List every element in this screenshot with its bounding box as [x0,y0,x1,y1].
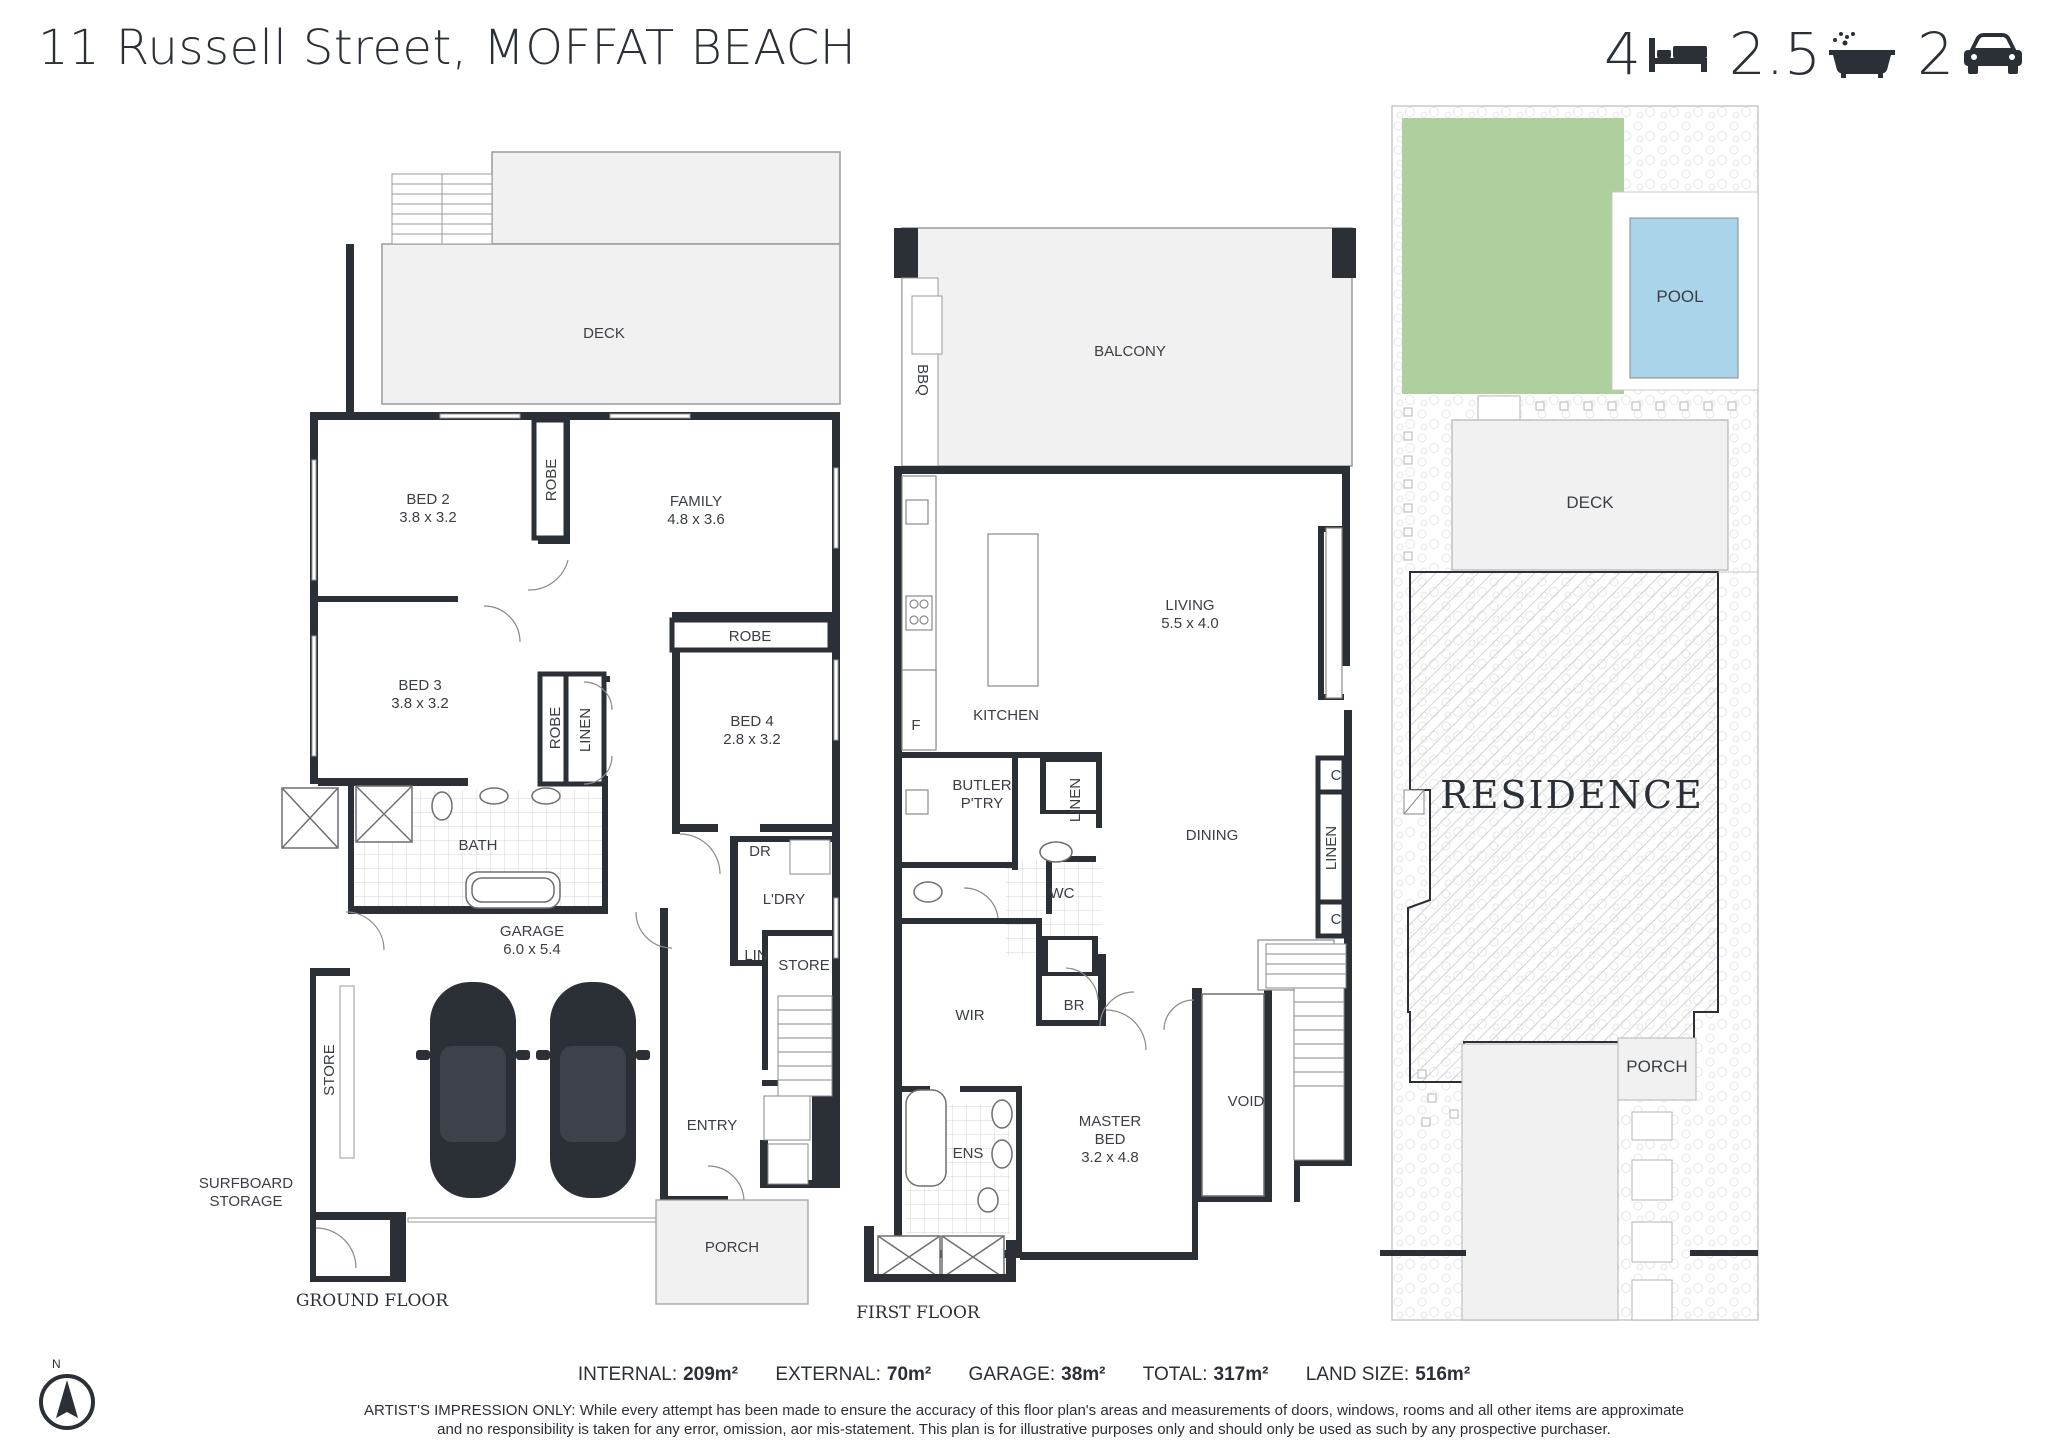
pool [1629,217,1739,379]
label-br: BR [1064,997,1085,1014]
label-entry: ENTRY [687,1117,738,1134]
disclaimer: ARTIST'S IMPRESSION ONLY: While every at… [180,1401,1868,1439]
label-bed3-dim: 3.8 x 3.2 [391,695,449,712]
label-kitchen: KITCHEN [973,707,1039,724]
north-arrow-icon: N [39,1357,95,1430]
driveway [1461,1043,1619,1321]
label-pantry: P'TRY [961,795,1004,812]
label-residence: RESIDENCE [1440,773,1704,817]
label-robe-bed3: ROBE [547,707,564,750]
label-living-dim: 5.5 x 4.0 [1161,615,1219,632]
label-store-garage: STORE [321,1044,338,1095]
label-deck: DECK [583,325,625,342]
label-garage-dim: 6.0 x 5.4 [503,941,561,958]
label-cupboard-1: C [1331,767,1342,784]
label-bed4-dim: 2.8 x 3.2 [723,731,781,748]
label-store-hall: STORE [778,957,829,974]
label-master-dim: 3.2 x 4.8 [1081,1149,1139,1166]
garage-area: GARAGE:38m² [968,1364,1106,1385]
internal-area: INTERNAL:209m² [577,1364,739,1385]
first-cupboards [1315,755,1347,939]
property-address: 11 Russell Street, MOFFAT BEACH [38,20,857,76]
garage-cars [416,982,650,1198]
ground-windows [311,413,839,1223]
label-master: MASTER [1079,1113,1142,1130]
label-balcony: BALCONY [1094,343,1166,360]
site-plan: POOL DECK RESIDENCE PORCH [1380,105,1759,1321]
label-bed2-dim: 3.8 x 3.2 [399,509,457,526]
external-area: EXTERNAL:70m² [775,1364,932,1385]
car-icon [1964,33,2022,74]
label-bed2: BED 2 [406,491,449,508]
label-robe-bed2: ROBE [543,459,560,502]
disclaimer-line-1: ARTIST'S IMPRESSION ONLY: While every at… [364,1402,1684,1419]
ground-floor-plan: DECK BED 2 3.8 x 3.2 ROBE FAMILY 4.8 x 3… [199,151,841,1311]
first-floor-title: FIRST FLOOR [856,1303,981,1323]
deck-stairs [391,173,493,245]
label-master-bed: BED [1095,1131,1126,1148]
compass-north-label: N [52,1357,61,1371]
balcony-area [901,227,1353,467]
label-dining: DINING [1186,827,1239,844]
label-dr: DR [749,843,771,860]
first-floor-plan: BALCONY BBQ LIVING 5.5 x 4.0 KITCHEN F B… [856,227,1356,1323]
label-storage: STORAGE [209,1193,282,1210]
label-wir: WIR [955,1007,984,1024]
property-stats: 4 2.5 2 [1604,22,2026,86]
label-robe-bed4: ROBE [729,628,772,645]
bed-icon [1648,38,1707,72]
ground-floor-title: GROUND FLOOR [296,1291,450,1311]
first-stairs [1265,943,1347,1161]
site-porch [1617,1037,1697,1101]
label-ensuite: ENS [953,1145,984,1162]
porch-area [655,1199,809,1305]
ground-door-swings [315,559,745,1269]
label-pool: POOL [1656,287,1703,306]
label-site-deck: DECK [1566,493,1614,512]
site-pavers [1403,395,1737,1321]
beds-count: 4 [1603,20,1641,88]
label-family: FAMILY [670,493,722,510]
first-walls [894,466,1352,1260]
first-door-swings [963,887,1195,1051]
label-bed4: BED 4 [730,713,773,730]
bath-fixtures [281,785,561,909]
residence-footprint [1407,571,1719,1083]
label-porch: PORCH [705,1239,759,1256]
label-surfboard: SURFBOARD [199,1175,293,1192]
disclaimer-line-2: and no responsibility is taken for any e… [437,1421,1611,1438]
label-linen-ground: LINEN [577,708,594,752]
label-cupboard-2: C [1331,911,1342,928]
label-linen-first-a: LINEN [1067,778,1084,822]
area-summary: INTERNAL:209m² EXTERNAL:70m² GARAGE:38m²… [0,1364,2048,1386]
lawn [1402,118,1624,394]
label-garage: GARAGE [500,923,564,940]
label-bed3: BED 3 [398,677,441,694]
bath-icon [1829,32,1896,78]
total-area: TOTAL:317m² [1142,1364,1269,1385]
cars-count: 2 [1917,20,1954,88]
label-laundry: L'DRY [763,891,806,908]
hall-stairs [763,839,833,1185]
label-site-porch: PORCH [1626,1057,1687,1076]
label-lin: LIN [744,947,767,964]
site-deck [1451,419,1729,571]
label-butler: BUTLER [952,777,1011,794]
baths-count: 2.5 [1728,20,1822,88]
label-bath: BATH [459,837,498,854]
deck-area [381,243,841,405]
label-wc: WC [1050,885,1075,902]
label-bbq: BBQ [914,364,931,396]
label-living: LIVING [1165,597,1214,614]
label-void: VOID [1228,1093,1265,1110]
label-linen-first-b: LINEN [1323,826,1340,870]
upper-deck-area [491,151,841,245]
label-fridge: F [911,717,920,734]
label-family-dim: 4.8 x 3.6 [667,511,725,528]
land-size: LAND SIZE:516m² [1305,1364,1471,1385]
